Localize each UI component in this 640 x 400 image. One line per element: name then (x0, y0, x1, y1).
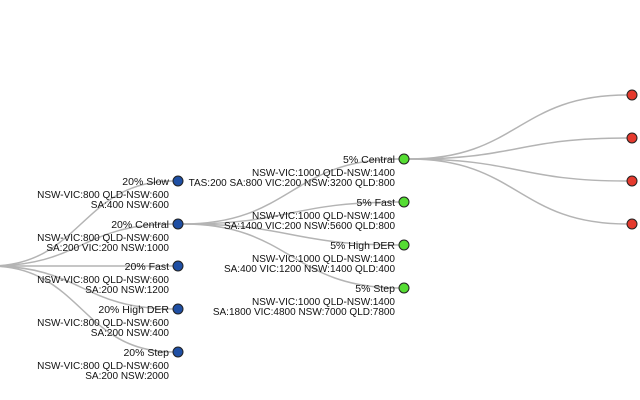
level2-line2-3: SA:1800 VIC:4800 NSW:7000 QLD:7800 (213, 307, 396, 318)
level1-node-4[interactable] (172, 346, 184, 358)
link-l2-l3-2 (408, 158, 628, 182)
level2-node-0[interactable] (398, 153, 410, 165)
level2-name-1: 5% Fast (356, 197, 395, 209)
link-l2-l3-1 (408, 137, 628, 160)
level1-node-2[interactable] (172, 260, 184, 272)
level2-line1-3: NSW-VIC:1000 QLD-NSW:1400 (252, 297, 395, 308)
level1-line1-1: NSW-VIC:800 QLD-NSW:600 (37, 233, 169, 244)
level2-line2-1: SA:1400 VIC:200 NSW:5600 QLD:800 (224, 221, 395, 232)
level1-node-0[interactable] (172, 175, 184, 187)
link-l1-l2-2 (182, 223, 400, 246)
level2-line1-1: NSW-VIC:1000 QLD-NSW:1400 (252, 211, 395, 222)
level1-line1-4: NSW-VIC:800 QLD-NSW:600 (37, 361, 169, 372)
link-l2-l3-3 (408, 158, 628, 225)
level1-line2-4: SA:200 NSW:2000 (85, 371, 169, 382)
level2-line2-0: TAS:200 SA:800 VIC:200 NSW:3200 QLD:800 (189, 178, 396, 189)
level2-node-1[interactable] (398, 196, 410, 208)
level2-line1-0: NSW-VIC:1000 QLD-NSW:1400 (252, 168, 395, 179)
level3-node-1[interactable] (626, 132, 638, 144)
level2-line1-2: NSW-VIC:1000 QLD-NSW:1400 (252, 254, 395, 265)
level1-line2-0: SA:400 NSW:600 (91, 200, 170, 211)
link-l1-l2-1 (182, 201, 400, 225)
link-root-l1-0 (0, 180, 174, 267)
link-root-l1-4 (0, 265, 174, 353)
level1-name-1: 20% Central (111, 219, 169, 231)
level1-line2-3: SA:200 NSW:400 (91, 328, 170, 339)
level2-name-2: 5% High DER (330, 240, 395, 252)
level3-node-3[interactable] (626, 218, 638, 230)
level2-line2-2: SA:400 VIC:1200 NSW:1400 QLD:400 (224, 264, 395, 275)
level1-line1-0: NSW-VIC:800 QLD-NSW:600 (37, 190, 169, 201)
link-l2-l3-0 (408, 94, 628, 160)
level1-name-2: 20% Fast (125, 261, 169, 273)
link-root-l1-3 (0, 265, 174, 310)
level1-node-3[interactable] (172, 303, 184, 315)
level3-node-2[interactable] (626, 175, 638, 187)
level3-node-0[interactable] (626, 89, 638, 101)
level2-name-3: 5% Step (355, 283, 395, 295)
level1-line2-1: SA:200 VIC:200 NSW:1000 (46, 243, 169, 254)
level1-line2-2: SA:200 NSW:1200 (85, 285, 169, 296)
level2-node-2[interactable] (398, 239, 410, 251)
level1-name-0: 20% Slow (122, 176, 169, 188)
tree-nodes (172, 89, 638, 358)
link-l1-l2-3 (182, 223, 400, 289)
level1-name-4: 20% Step (123, 347, 169, 359)
level1-line1-2: NSW-VIC:800 QLD-NSW:600 (37, 275, 169, 286)
level1-line1-3: NSW-VIC:800 QLD-NSW:600 (37, 318, 169, 329)
tree-links (0, 94, 628, 353)
link-root-l1-1 (0, 223, 174, 267)
level2-node-3[interactable] (398, 282, 410, 294)
level1-name-3: 20% High DER (98, 304, 169, 316)
link-l1-l2-0 (182, 158, 400, 225)
level2-name-0: 5% Central (343, 154, 395, 166)
level1-node-1[interactable] (172, 218, 184, 230)
